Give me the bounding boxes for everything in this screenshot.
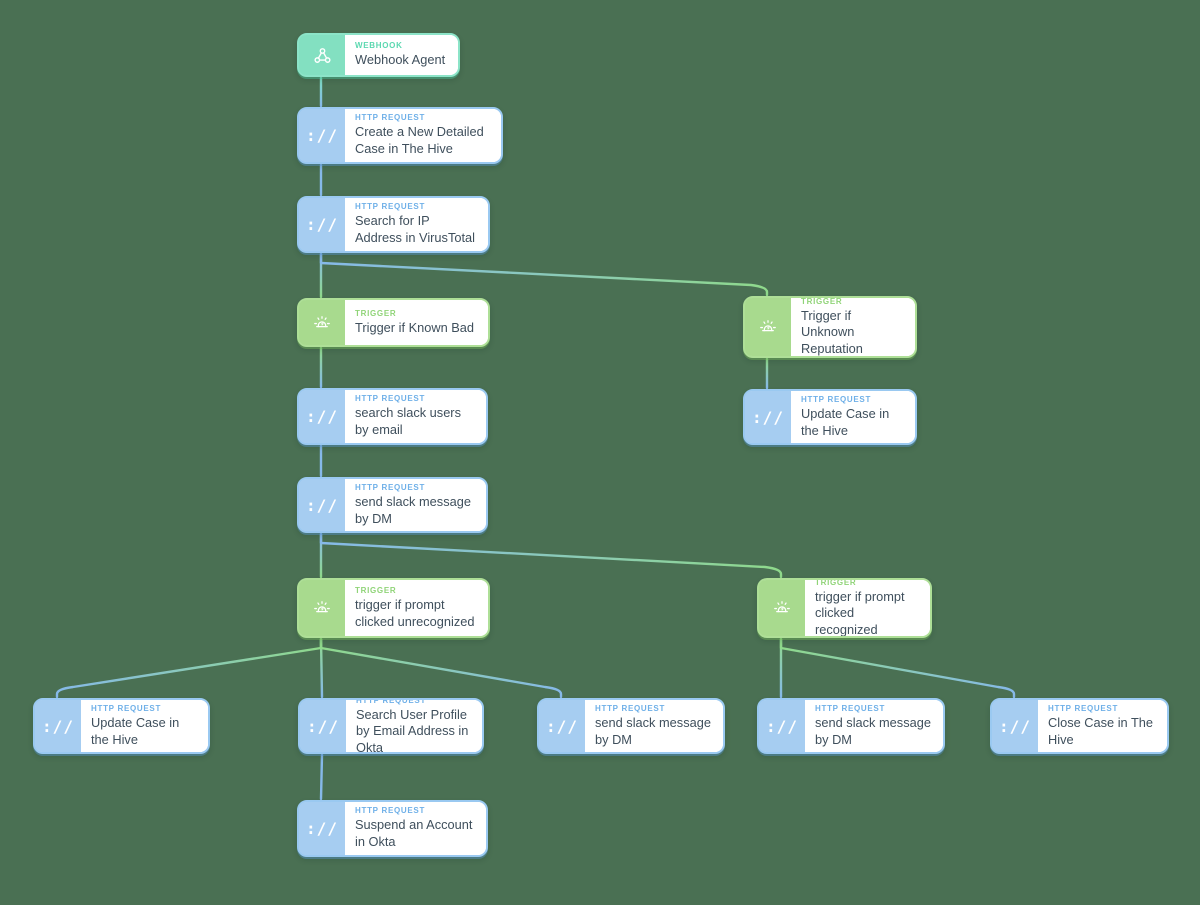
http-request-icon: :// [539,700,585,752]
node-title: send slack message by DM [355,493,471,526]
http-request-icon: :// [299,479,345,531]
node-title: Webhook Agent [355,52,446,68]
node-title: Create a New Detailed Case in The Hive [355,124,484,156]
http-request-icon: :// [299,390,345,443]
http-request-icon: :// [300,700,346,752]
node-type-label: TRIGGER [355,308,397,318]
node-type-label: TRIGGER [355,585,397,595]
http-request-icon: :// [35,700,81,752]
connector-search-ip--trigger-unknown [319,252,769,297]
node-title: Search User Profile by Email Address in … [356,706,469,752]
node-title: Trigger if Unknown Reputation [801,307,863,356]
webhook-icon [299,35,345,75]
node-type-label: HTTP REQUEST [355,202,426,212]
node-type-label: HTTP REQUEST [595,703,666,713]
node-type-label: HTTP REQUEST [355,806,426,816]
node-title: Search for IP Address in VirusTotal [355,213,475,245]
http-request-icon: :// [992,700,1038,752]
connector-search-user-profile--suspend-account [319,753,324,801]
node-type-label: TRIGGER [801,298,843,306]
node-type-label: HTTP REQUEST [815,703,886,713]
node-title: Trigger if Known Bad [355,319,475,335]
trigger-icon [299,300,345,345]
node-title: search slack users by email [355,405,461,437]
node-type-label: HTTP REQUEST [355,482,426,492]
trigger-icon [299,580,345,636]
node-type-label: HTTP REQUEST [355,394,426,404]
node-type-label: WEBHOOK [355,41,403,51]
node-title: Close Case in The Hive [1048,714,1154,747]
http-request-icon: :// [759,700,805,752]
connector-trigger-unrecognized--send-slack-dm-2 [319,637,563,699]
node-title: trigger if prompt clicked unrecognized [355,596,475,629]
connector-send-slack-dm-1--trigger-recognized [319,532,783,579]
node-type-label: HTTP REQUEST [1048,703,1119,713]
node-type-label: HTTP REQUEST [356,700,427,705]
trigger-icon [759,580,805,636]
node-type-label: HTTP REQUEST [801,394,872,404]
http-request-icon: :// [745,391,791,443]
trigger-icon [745,298,791,356]
node-title: trigger if prompt clicked recognized [815,588,905,636]
http-request-icon: :// [299,802,345,855]
node-title: send slack message by DM [815,714,931,747]
http-request-icon: :// [299,109,345,162]
node-title: Update Case in the Hive [91,714,180,747]
node-type-label: HTTP REQUEST [91,703,162,713]
node-title: Suspend an Account in Okta [355,817,473,849]
connector-trigger-recognized--close-case [779,637,1016,699]
node-type-label: TRIGGER [815,580,857,587]
connector-trigger-unrecognized--update-case-bottom [55,637,323,699]
http-request-icon: :// [299,198,345,251]
node-title: Update Case in the Hive [801,405,890,438]
node-type-label: HTTP REQUEST [355,113,426,123]
node-title: send slack message by DM [595,714,711,747]
